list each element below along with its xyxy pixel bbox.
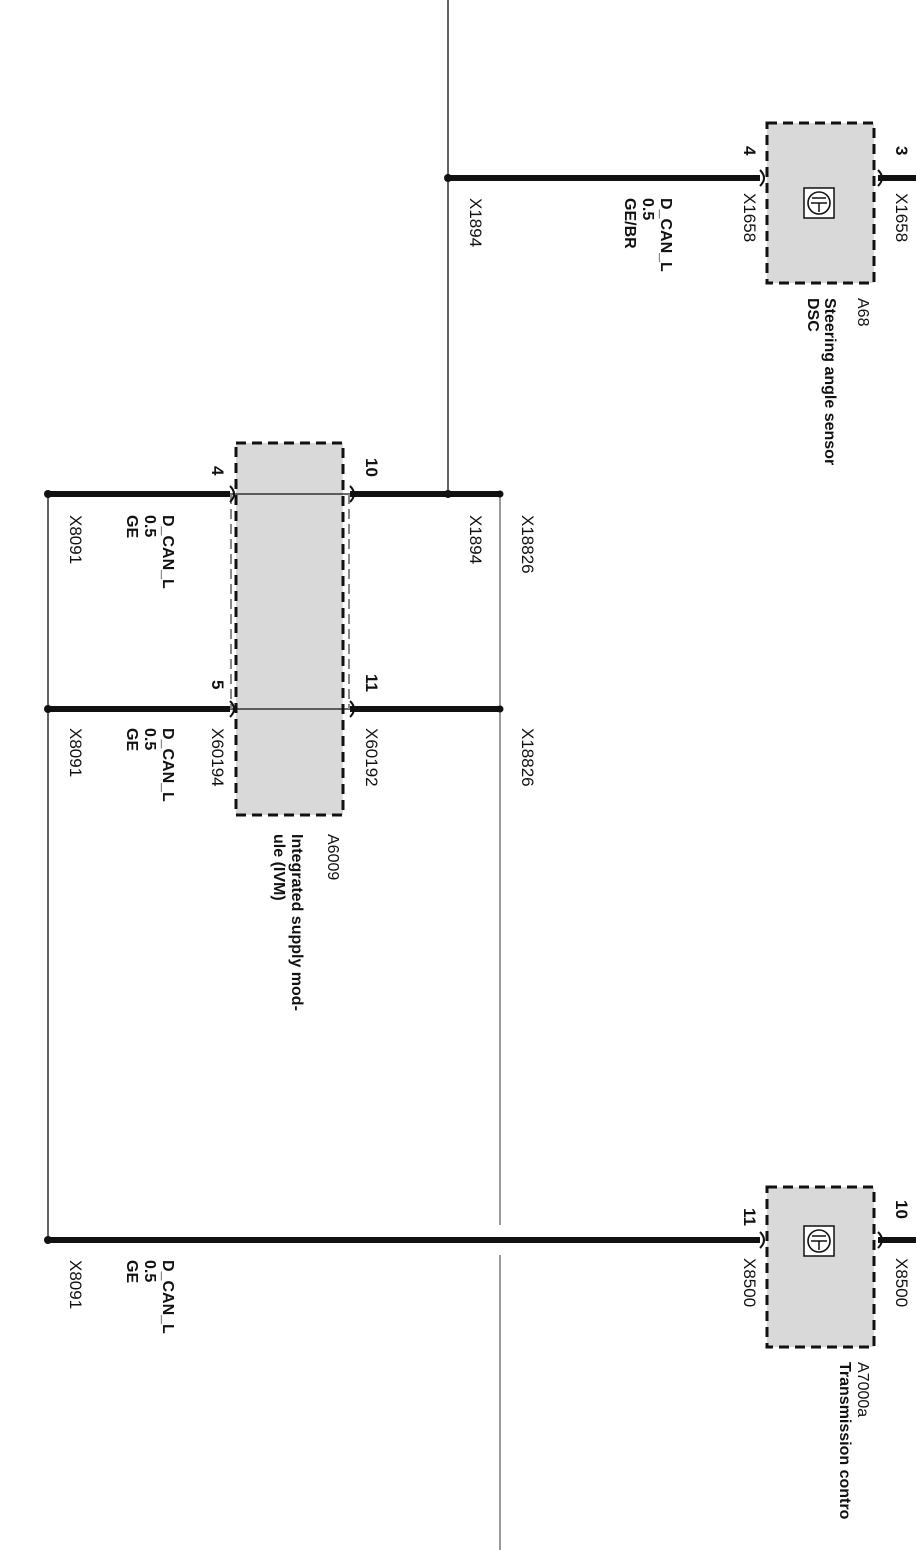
a68-code: A68 (854, 298, 871, 327)
connector-x1894-b: X1894 (466, 515, 485, 564)
a7000a-connector-top: X8500 (892, 1258, 911, 1307)
wire3-size: 0.5 (141, 728, 158, 750)
wire3-signal: D_CAN_L (159, 728, 176, 802)
connector-x1894-a: X1894 (466, 198, 485, 247)
splice-dot (496, 490, 504, 498)
a68-connector-bottom: X1658 (740, 193, 759, 242)
connector-pin-icon (229, 485, 235, 503)
component-a7000a-box[interactable] (765, 1185, 876, 1349)
splice-dot (44, 705, 52, 713)
control-unit-icon-glyph (811, 197, 827, 212)
connector-pin-icon (229, 700, 235, 718)
a7000a-name-line1: Transmission contro (836, 1362, 853, 1520)
splice-dot (444, 174, 452, 182)
component-a6009[interactable] (229, 441, 355, 817)
connector-x8091-c: X8091 (66, 1260, 85, 1309)
splice-dot (444, 490, 452, 498)
a6009-connector-bottom: X60194 (208, 728, 227, 787)
wire2-size: 0.5 (141, 515, 158, 537)
wire4-color: GE (123, 1260, 140, 1283)
a6009-pin-bottom-upper: 4 (208, 466, 227, 476)
splice-dot (496, 705, 504, 713)
wire1-color: GE/BR (621, 198, 638, 249)
a7000a-pin-top: 10 (892, 1200, 911, 1219)
a6009-connector-top: X60192 (362, 728, 381, 787)
a6009-name-line2: ule (IVM) (270, 834, 287, 901)
splice-dot (44, 490, 52, 498)
connector-x8091-b: X8091 (66, 728, 85, 777)
connector-x18826-b: X18826 (518, 728, 537, 787)
connector-pin-icon (877, 1231, 883, 1249)
a6009-pin-top-upper: 10 (362, 458, 381, 477)
connector-pin-icon (349, 700, 355, 718)
connector-pin-icon (759, 169, 765, 187)
connector-x18826-a: X18826 (518, 515, 537, 574)
a6009-name-line1: Integrated supply mod- (288, 834, 305, 1011)
control-unit-icon-ring (807, 191, 831, 215)
wire2-color: GE (123, 515, 140, 538)
control-unit-icon (803, 187, 835, 219)
control-unit-icon-glyph (811, 1235, 827, 1250)
connector-pin-icon (877, 169, 883, 187)
connector-x8091-a: X8091 (66, 515, 85, 564)
component-a68[interactable] (759, 121, 883, 285)
a68-name-line2: DSC (804, 298, 821, 332)
connector-pin-icon (349, 485, 355, 503)
a68-name-line1: Steering angle sensor (821, 298, 838, 465)
component-a6009-box[interactable] (234, 441, 345, 817)
wire3-color: GE (123, 728, 140, 751)
wire1-signal: D_CAN_L (657, 198, 674, 272)
wire4-size: 0.5 (141, 1260, 158, 1282)
a7000a-code: A7000a (854, 1362, 871, 1417)
connector-pin-icon (759, 1231, 765, 1249)
wire1-size: 0.5 (639, 198, 656, 220)
splice-dot (44, 1236, 52, 1244)
component-a7000a[interactable] (759, 1185, 883, 1349)
wire4-signal: D_CAN_L (159, 1260, 176, 1334)
a7000a-pin-bottom: 11 (740, 1208, 759, 1226)
a6009-pin-bottom-lower: 5 (208, 680, 227, 689)
a68-connector-top: X1658 (892, 193, 911, 242)
control-unit-icon-ring (807, 1229, 831, 1253)
a68-pin-top: 3 (892, 146, 911, 155)
a6009-code: A6009 (324, 834, 341, 880)
wire2-signal: D_CAN_L (159, 515, 176, 589)
a7000a-connector-bottom: X8500 (740, 1258, 759, 1307)
a6009-pin-top-lower: 11 (362, 674, 381, 692)
a68-pin-bottom: 4 (740, 146, 759, 156)
